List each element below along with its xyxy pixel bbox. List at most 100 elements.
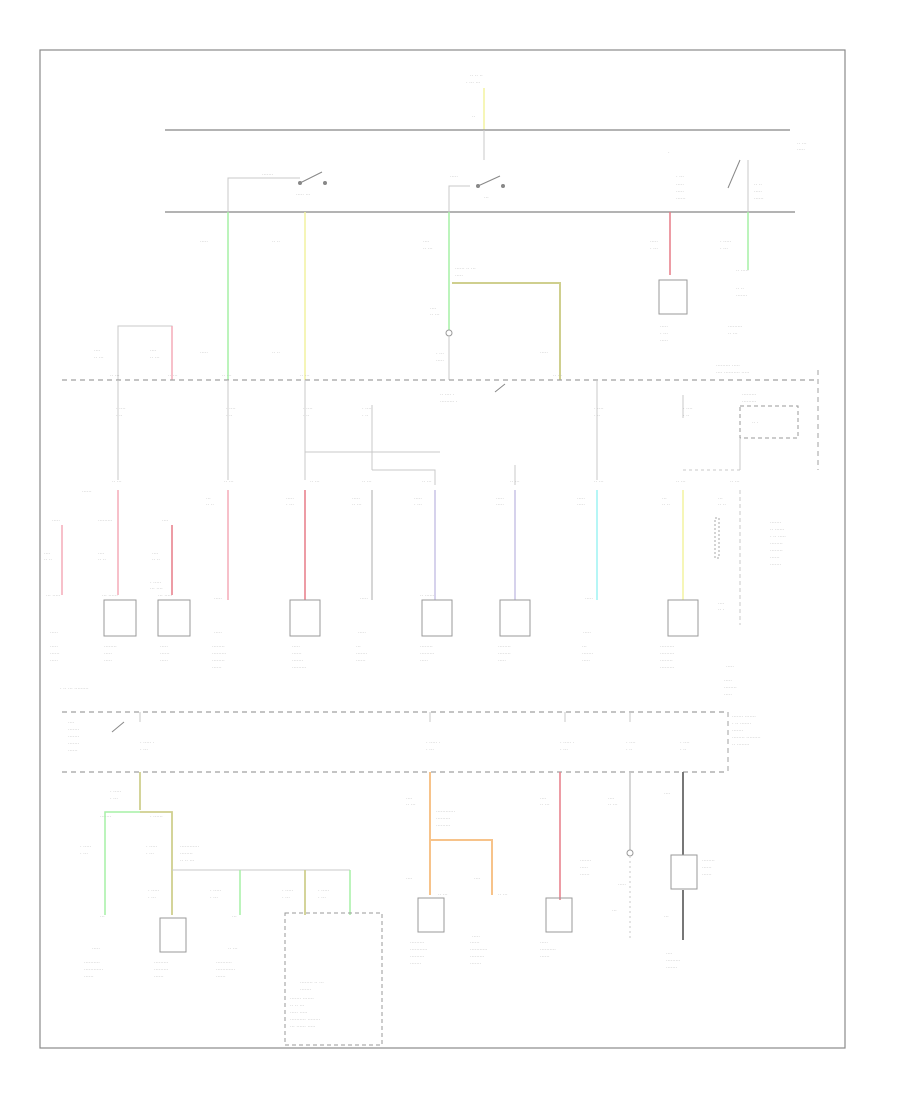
- svg-text:········· ·····: ········· ·····: [716, 363, 740, 369]
- svg-text:·· ·· ··: ·· ·· ··: [470, 73, 483, 79]
- svg-text:····: ····: [94, 348, 101, 354]
- svg-text:·····: ·····: [498, 658, 506, 664]
- svg-text:·····: ·····: [618, 882, 626, 888]
- svg-text:······: ······: [160, 651, 170, 657]
- svg-text:·······: ·······: [68, 727, 80, 733]
- svg-text:····: ····: [430, 306, 437, 312]
- svg-text:············: ············: [216, 967, 235, 973]
- svg-text:········: ········: [498, 644, 511, 650]
- svg-text:·····: ·····: [360, 596, 368, 602]
- svg-text:·······: ·······: [736, 293, 748, 299]
- svg-text:········: ········: [104, 644, 117, 650]
- svg-text:·········: ·········: [660, 665, 675, 671]
- load-2: [157, 599, 191, 637]
- svg-text:·· ···: ·· ···: [438, 892, 448, 898]
- svg-text:··· ·····: ··· ·····: [46, 593, 61, 599]
- svg-text:·· ···: ·· ···: [362, 479, 372, 485]
- load-5: [499, 599, 531, 637]
- svg-text:· ···: · ···: [660, 331, 668, 337]
- svg-text:· ··: · ··: [116, 413, 123, 419]
- svg-text:·: ·: [668, 150, 670, 156]
- load-1: [103, 599, 137, 637]
- svg-text:· ····· ·: · ····· ·: [140, 740, 155, 746]
- load-6: [667, 599, 699, 637]
- svg-text:· ·· ··· ·········: · ·· ··· ·········: [60, 686, 89, 692]
- svg-text:· ···: · ···: [286, 502, 294, 508]
- svg-text:···: ···: [662, 496, 667, 502]
- svg-text:········: ········: [498, 651, 511, 657]
- svg-text:······: ······: [702, 865, 712, 871]
- svg-text:····: ····: [44, 551, 51, 557]
- svg-text:·· ··: ·· ··: [754, 182, 762, 188]
- svg-text:·· ··: ·· ··: [152, 557, 160, 563]
- svg-text:·· ···: ·· ···: [168, 373, 178, 379]
- svg-text:·····: ·····: [436, 358, 444, 364]
- svg-text:·········: ·········: [410, 940, 425, 946]
- svg-text:········: ········: [660, 658, 673, 664]
- svg-text:· ·····: · ·····: [110, 789, 122, 795]
- svg-text:·········: ·········: [660, 651, 675, 657]
- svg-text:·· ·: ·· ·: [718, 607, 725, 613]
- svg-text:·····: ·····: [286, 496, 294, 502]
- svg-text:·········: ·········: [742, 392, 757, 398]
- svg-text:······: ······: [676, 196, 686, 202]
- svg-text:·····: ·····: [726, 664, 734, 670]
- svg-text:······: ······: [702, 872, 712, 878]
- svg-text:·······: ·······: [770, 562, 782, 568]
- svg-text:·····: ·····: [577, 502, 585, 508]
- svg-text:·········: ·········: [154, 967, 169, 973]
- svg-text:·· ···: ·· ···: [423, 246, 433, 252]
- svg-text:····: ····: [664, 791, 671, 797]
- svg-text:· ···: · ···: [148, 895, 156, 901]
- svg-text:·····: ·····: [676, 182, 684, 188]
- svg-text:······: ······: [212, 665, 222, 671]
- svg-text:· ···: · ···: [720, 246, 728, 252]
- svg-text:·· ···: ·· ···: [310, 479, 320, 485]
- svg-text:· ···: · ···: [414, 502, 422, 508]
- svg-text:·····: ·····: [472, 934, 480, 940]
- svg-text:·· ···: ·· ···: [112, 479, 122, 485]
- svg-text:····: ····: [152, 551, 159, 557]
- svg-text:·· ·· ···: ·· ·· ···: [180, 858, 195, 864]
- diagram-frame: [39, 49, 846, 1049]
- svg-text:· ··: · ··: [594, 413, 601, 419]
- svg-text:·· ········: ·· ········: [732, 742, 750, 748]
- svg-text:·····: ·····: [214, 630, 222, 636]
- svg-text:·········: ·········: [98, 518, 113, 524]
- svg-text:·········: ·········: [410, 954, 425, 960]
- svg-text:·· ···: ·· ···: [498, 892, 508, 898]
- svg-text:·······: ·······: [470, 961, 482, 967]
- svg-text:· ···: · ···: [146, 851, 154, 857]
- svg-text:····: ····: [666, 951, 673, 957]
- svg-text:·· ···: ·· ···: [608, 802, 618, 808]
- svg-text:······: ······: [356, 658, 366, 664]
- svg-text:·· ···: ·· ···: [94, 355, 104, 361]
- svg-text:· ····: · ····: [303, 406, 313, 412]
- svg-text:·· ···: ·· ···: [540, 802, 550, 808]
- svg-text:····: ····: [98, 551, 105, 557]
- svg-text:··: ··: [472, 114, 476, 120]
- svg-text:···: ···: [582, 644, 587, 650]
- svg-text:······: ······: [50, 651, 60, 657]
- svg-text:·····: ·····: [660, 338, 668, 344]
- svg-text:· ····· ·: · ····· ·: [426, 740, 441, 746]
- svg-text:·····: ·····: [50, 644, 58, 650]
- svg-text:·······: ·······: [582, 651, 594, 657]
- svg-text:···: ···: [206, 496, 211, 502]
- svg-text:·· ···· ·: ·· ···· ·: [440, 392, 455, 398]
- svg-text:········· ·: ········· ·: [440, 399, 458, 405]
- svg-text:·····: ·····: [200, 350, 208, 356]
- svg-text:········: ········: [770, 541, 783, 547]
- svg-text:····: ····: [608, 796, 615, 802]
- svg-text:············: ············: [84, 967, 103, 973]
- svg-text:·····: ·····: [754, 189, 762, 195]
- svg-text:·····: ·····: [455, 273, 463, 279]
- svg-text:······: ······: [770, 555, 780, 561]
- svg-text:···: ···: [484, 195, 489, 201]
- component-upper-right-box: ········· ········· ·· ·: [739, 392, 799, 470]
- upper-branches: · ····· ·· ·· ··· ······ · ····· ·· ·· ·…: [82, 380, 740, 495]
- svg-text:······· ·······: ······· ·······: [290, 996, 314, 1002]
- svg-text:·····: ·····: [160, 644, 168, 650]
- svg-text:········: ········: [180, 851, 193, 857]
- svg-text:·······: ·······: [410, 961, 422, 967]
